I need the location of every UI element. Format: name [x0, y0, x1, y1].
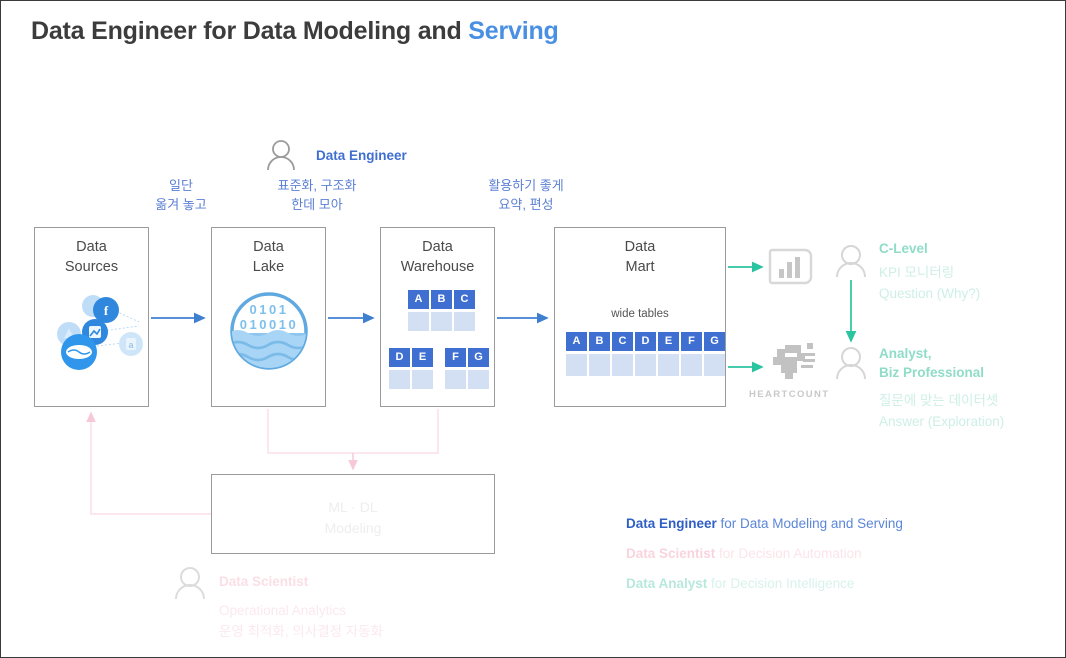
stage-1-line2: Lake: [252, 258, 285, 275]
stage-title-data-mart: Data Mart: [555, 238, 725, 277]
wh-body-D: [389, 370, 410, 389]
caption-0-line1: 일단: [169, 178, 193, 193]
stage-title-data-lake: Data Lake: [212, 238, 325, 277]
stage-box-data-sources: Data Sources f a: [34, 227, 149, 407]
lake-binary-row2: 010010: [240, 317, 298, 332]
persona-c-level-sub2: Question (Why?): [879, 286, 981, 301]
lake-binary-row1: 0101: [250, 302, 289, 317]
mart-wide-tables-label: wide tables: [611, 308, 669, 320]
persona-analyst-sub2: Answer (Exploration): [879, 414, 1005, 429]
wh-body-C: [454, 312, 475, 331]
legend-role-1: Data Scientist: [626, 546, 716, 561]
stage-0-line1: Data: [76, 239, 107, 255]
stage-box-data-warehouse: Data Warehouse A B C D E F G: [380, 227, 495, 407]
mart-header-E: E: [658, 332, 679, 351]
ml-dl-line1: ML · DL: [328, 499, 378, 515]
ml-dl-line2: Modeling: [324, 520, 382, 536]
page-title-main: Data Engineer for Data Modeling and: [31, 17, 469, 45]
page-title: Data Engineer for Data Modeling and Serv…: [31, 17, 559, 46]
stage-0-line2: Sources: [64, 258, 119, 275]
heartcount-logo-icon: [773, 343, 815, 379]
caption-2-line1: 활용하기 좋게: [488, 178, 564, 193]
caption-0-line2: 옮겨 놓고: [155, 196, 207, 212]
wh-header-B: B: [431, 290, 452, 309]
persona-analyst-sub1: 질문에 맞는 데이터셋: [879, 393, 999, 408]
mart-body-B: [589, 354, 610, 376]
bar-chart-report-icon: [768, 248, 813, 285]
ml-dl-modeling-box: ML · DL Modeling: [211, 474, 495, 554]
caption-2: 활용하기 좋게 요약, 편성: [445, 177, 607, 215]
mart-header-A: A: [566, 332, 587, 351]
wh-header-F: F: [445, 348, 466, 367]
mart-body-C: [612, 354, 633, 376]
legend-rest-2: for Decision Intelligence: [707, 576, 855, 591]
stage-3-line2: Mart: [625, 258, 655, 275]
wh-header-G: G: [468, 348, 489, 367]
caption-2-line2: 요약, 편성: [498, 196, 554, 212]
mart-body-F: [681, 354, 702, 376]
legend-rest-0: for Data Modeling and Serving: [716, 516, 903, 531]
mart-body-A: [566, 354, 587, 376]
ml-dl-text: ML · DL Modeling: [212, 497, 494, 539]
mart-body-G: [704, 354, 725, 376]
heartcount-label: HEARTCOUNT: [749, 389, 830, 400]
wh-header-D: D: [389, 348, 410, 367]
legend-row-data-analyst: Data Analyst for Decision Intelligence: [626, 576, 854, 591]
person-icon-c-level: [836, 245, 866, 278]
wh-body-F: [445, 370, 466, 389]
stage-2-line1: Data: [422, 239, 453, 255]
mart-header-C: C: [612, 332, 633, 351]
wh-header-C: C: [454, 290, 475, 309]
stage-2-line2: Warehouse: [400, 258, 475, 275]
stage-box-data-mart: Data Mart wide tables A B C D E F G: [554, 227, 726, 407]
caption-1-line2: 한데 모아: [291, 196, 343, 212]
stage-title-data-warehouse: Data Warehouse: [381, 238, 494, 277]
persona-analyst-title1: Analyst,: [879, 346, 932, 361]
mart-header-F: F: [681, 332, 702, 351]
person-icon-data-scientist: [175, 567, 205, 600]
wh-body-B: [431, 312, 452, 331]
wh-body-A: [408, 312, 429, 331]
persona-data-scientist-title: Data Scientist: [219, 574, 309, 589]
persona-data-scientist-sub2: 운영 최적화, 의사결정 자동화: [219, 624, 384, 639]
stage-1-line1: Data: [253, 239, 284, 255]
persona-analyst-title2: Biz Professional: [879, 365, 985, 380]
mart-body-D: [635, 354, 656, 376]
data-source-icons: f a: [57, 295, 143, 370]
stage-box-data-lake: Data Lake 0101 010010: [211, 227, 326, 407]
person-icon: [267, 140, 295, 171]
svg-text:a: a: [128, 340, 134, 350]
page-title-accent: Serving: [468, 17, 559, 45]
stage-title-data-sources: Data Sources: [35, 238, 148, 277]
persona-c-level-sub1: KPI 모니터링: [879, 265, 955, 280]
svg-text:f: f: [104, 303, 109, 318]
legend-row-data-engineer: Data Engineer for Data Modeling and Serv…: [626, 516, 903, 531]
data-lake-icon: 0101 010010: [230, 292, 308, 370]
wh-header-E: E: [412, 348, 433, 367]
wh-body-G: [468, 370, 489, 389]
persona-data-scientist-sub1: Operational Analytics: [219, 603, 346, 618]
mart-header-G: G: [704, 332, 725, 351]
mart-header-D: D: [635, 332, 656, 351]
legend-row-data-scientist: Data Scientist for Decision Automation: [626, 546, 862, 561]
legend-role-0: Data Engineer: [626, 516, 717, 531]
legend-role-2: Data Analyst: [626, 576, 708, 591]
wh-header-A: A: [408, 290, 429, 309]
wh-body-E: [412, 370, 433, 389]
stage-3-line1: Data: [624, 239, 656, 255]
mart-header-B: B: [589, 332, 610, 351]
persona-c-level-title: C-Level: [879, 241, 928, 256]
caption-1: 표준화, 구조화 한데 모아: [238, 177, 396, 215]
caption-1-line1: 표준화, 구조화: [277, 178, 357, 193]
data-engineer-badge-label: Data Engineer: [316, 148, 407, 163]
caption-0: 일단 옮겨 놓고: [119, 177, 243, 215]
legend-rest-1: for Decision Automation: [715, 546, 862, 561]
mart-body-E: [658, 354, 679, 376]
person-icon-analyst: [836, 347, 866, 380]
